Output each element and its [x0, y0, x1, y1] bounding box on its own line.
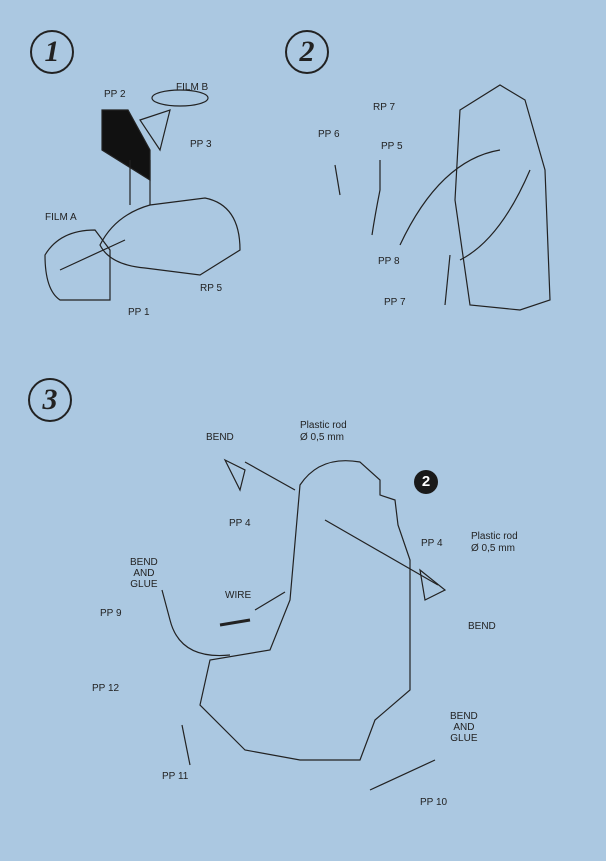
label-rp5: RP 5 — [200, 283, 223, 294]
label-bend-and-glue-right: BEND AND GLUE — [450, 711, 478, 744]
label-pp5: PP 5 — [381, 141, 403, 152]
label-bend-right: BEND — [468, 621, 496, 632]
step-3-marker: 3 — [28, 378, 72, 422]
label-rod-left-1: Plastic rod — [300, 420, 347, 431]
label-pp10: PP 10 — [420, 797, 448, 808]
label-wire: WIRE — [225, 590, 252, 601]
label-pp1: PP 1 — [128, 307, 150, 318]
label-pp11: PP 11 — [162, 771, 189, 782]
label-pp9: PP 9 — [100, 608, 122, 619]
label-pp4-right: PP 4 — [421, 538, 443, 549]
label-rod-left-2: Ø 0,5 mm — [300, 432, 344, 443]
step2-drawing — [334, 84, 551, 311]
label-pp12: PP 12 — [92, 683, 120, 694]
label-film-a: FILM A — [45, 212, 77, 223]
step-2-reference-badge: 2 — [414, 470, 438, 494]
label-pp6: PP 6 — [318, 129, 340, 140]
label-film-b: FILM B — [176, 82, 209, 93]
label-pp4-left: PP 4 — [229, 518, 251, 529]
step1-drawing — [44, 89, 241, 301]
step-1-marker: 1 — [30, 30, 74, 74]
step3-drawing — [161, 458, 447, 791]
label-rod-right-2: Ø 0,5 mm — [471, 543, 515, 554]
label-bend-and-glue-left: BEND AND GLUE — [130, 557, 158, 590]
label-pp8: PP 8 — [378, 256, 400, 267]
label-pp2: PP 2 — [104, 89, 126, 100]
step-2-marker: 2 — [285, 30, 329, 74]
label-rp7-top: RP 7 — [373, 102, 396, 113]
label-pp7: PP 7 — [384, 297, 406, 308]
label-bend-left: BEND — [206, 432, 234, 443]
label-pp3: PP 3 — [190, 139, 212, 150]
label-rod-right-1: Plastic rod — [471, 531, 518, 542]
